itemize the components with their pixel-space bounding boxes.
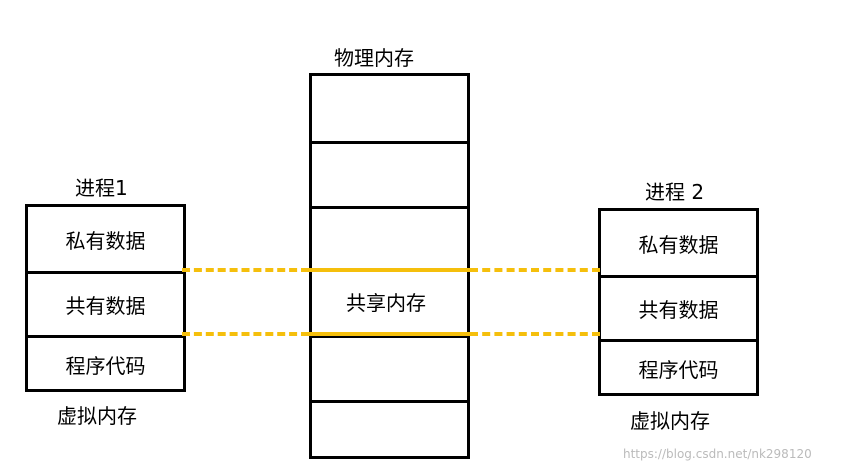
physical-memory-divider — [312, 400, 467, 403]
mapping-line-bottom-right — [470, 332, 600, 336]
process2-virtual-memory-block: 私有数据 共有数据 程序代码 — [598, 208, 759, 396]
mapping-line-bottom-middle — [309, 332, 470, 336]
mapping-line-top-right — [470, 268, 600, 272]
process1-title: 进程1 — [75, 176, 128, 200]
process2-shared-data: 共有数据 — [638, 298, 719, 322]
shared-memory-label: 共享内存 — [346, 291, 426, 315]
mapping-line-bottom-left — [182, 332, 309, 336]
process1-divider — [28, 335, 183, 338]
process2-caption: 虚拟内存 — [630, 409, 710, 433]
watermark: https://blog.csdn.net/nk298120 — [623, 447, 812, 461]
physical-memory-title: 物理内存 — [334, 46, 414, 70]
process1-private-data: 私有数据 — [65, 228, 146, 253]
process2-private-data: 私有数据 — [638, 232, 719, 257]
process1-divider — [28, 271, 183, 274]
physical-memory-divider — [312, 141, 467, 144]
process1-shared-data: 共有数据 — [65, 294, 146, 318]
physical-memory-divider — [312, 206, 467, 209]
process1-caption: 虚拟内存 — [57, 404, 137, 428]
process1-virtual-memory-block: 私有数据 共有数据 程序代码 — [25, 204, 186, 392]
process2-divider — [601, 275, 756, 278]
physical-memory-divider — [312, 335, 467, 338]
process2-title: 进程 2 — [645, 180, 705, 204]
mapping-line-top-middle — [309, 268, 470, 272]
process2-program-code: 程序代码 — [638, 357, 719, 382]
process1-program-code: 程序代码 — [65, 353, 146, 378]
mapping-line-top-left — [182, 268, 309, 272]
process2-divider — [601, 339, 756, 342]
physical-memory-block — [309, 73, 470, 459]
